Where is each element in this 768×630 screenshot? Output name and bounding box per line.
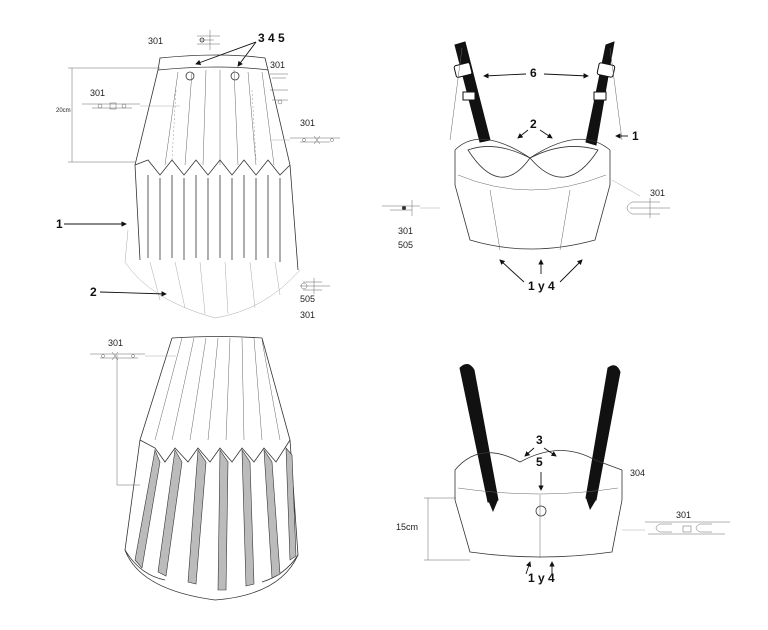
callout-label: 5 bbox=[536, 455, 543, 469]
bra-back-view: 3 5 304 15cm 301 1 y 4 bbox=[396, 364, 730, 585]
stitch-symbol-icon bbox=[626, 198, 670, 218]
right-strap bbox=[585, 365, 621, 501]
bra-front-view: 6 2 1 301 301 505 1 y 4 bbox=[382, 41, 670, 293]
callout-label: 2 bbox=[530, 117, 537, 131]
stitch-symbol-icon bbox=[645, 521, 730, 535]
stitch-symbol-icon bbox=[300, 278, 330, 294]
skirt-back-waist bbox=[171, 336, 263, 339]
stitch-symbol-icon bbox=[82, 102, 140, 110]
skirt-back-panels bbox=[134, 447, 297, 591]
callout-label: 1 bbox=[56, 217, 63, 231]
callout-label: 1 y 4 bbox=[528, 279, 555, 293]
stitch-symbol-icon bbox=[270, 73, 288, 105]
callout-label: 2 bbox=[90, 285, 97, 299]
stitch-code-label: 505 bbox=[300, 294, 315, 304]
skirt-back-yoke-pleats bbox=[154, 337, 281, 441]
skirt-back-view: 301 bbox=[90, 336, 299, 601]
bra-front-body bbox=[454, 150, 611, 250]
bra-back-measure-line bbox=[424, 497, 470, 561]
skirt-front-waistband bbox=[157, 54, 269, 71]
skirt-front-zip-lines bbox=[171, 89, 257, 161]
stitch-code-label: 301 bbox=[676, 510, 691, 520]
measure-label: 15cm bbox=[396, 522, 418, 532]
stitch-code-label: 301 bbox=[90, 88, 105, 98]
callout-label: 6 bbox=[530, 66, 537, 80]
measure-label: 20cm bbox=[56, 108, 71, 114]
left-cup bbox=[467, 146, 531, 178]
stitch-code-label: 505 bbox=[398, 240, 413, 250]
button-icon bbox=[185, 71, 195, 81]
buckle-icon bbox=[596, 62, 616, 78]
bra-back-body bbox=[454, 470, 623, 558]
skirt-back-measure-line bbox=[116, 355, 140, 486]
skirt-front-pointed-hem bbox=[134, 159, 291, 176]
buckle-icon bbox=[593, 91, 607, 101]
skirt-back-pointed-hem bbox=[139, 439, 291, 463]
stitch-code-label: 301 bbox=[148, 36, 163, 46]
stitch-code-label: 301 bbox=[108, 338, 123, 348]
bra-back-neckline bbox=[454, 450, 623, 471]
callout-label: 3 4 5 bbox=[258, 31, 285, 45]
stitch-code-label: 301 bbox=[300, 118, 315, 128]
stitch-symbol-icon bbox=[197, 30, 220, 50]
right-cup bbox=[529, 146, 599, 178]
callout-label: 1 bbox=[632, 129, 639, 143]
skirt-front-panels bbox=[147, 175, 281, 262]
button-icon bbox=[230, 71, 240, 81]
skirt-front-measure-line bbox=[68, 67, 160, 163]
left-strap bbox=[459, 364, 499, 503]
skirt-front-underlayer bbox=[124, 261, 301, 319]
buckle-icon bbox=[462, 91, 476, 101]
stitch-code-label: 301 bbox=[398, 226, 413, 236]
stitch-symbol-icon bbox=[382, 200, 420, 216]
callout-label: 3 bbox=[536, 433, 543, 447]
stitch-code-label: 301 bbox=[270, 60, 285, 70]
skirt-back-hem bbox=[124, 549, 299, 601]
skirt-front-view: 20cm 301 3 4 5 301 301 301 1 2 bbox=[56, 30, 340, 320]
stitch-code-label: 301 bbox=[300, 310, 315, 320]
stitch-code-label: 301 bbox=[650, 188, 665, 198]
callout-label: 1 y 4 bbox=[528, 571, 555, 585]
button-icon bbox=[535, 505, 547, 517]
stitch-symbol-icon bbox=[290, 135, 340, 145]
stitch-symbol-icon bbox=[90, 351, 145, 361]
skirt-front-yoke-pleats bbox=[164, 69, 275, 166]
stitch-code-label: 304 bbox=[630, 468, 645, 478]
